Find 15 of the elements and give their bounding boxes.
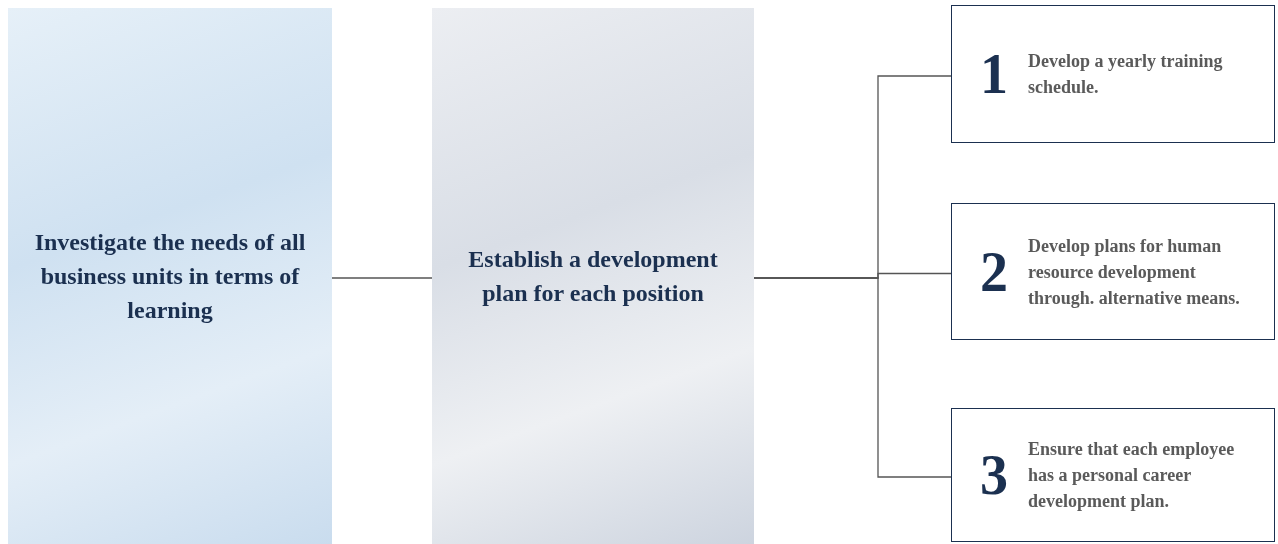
step-number: 2	[979, 243, 1009, 300]
connector-line	[331, 277, 433, 279]
step-text: Ensure that each employee has a personal career development plan.	[1028, 438, 1236, 513]
watercolor-panel	[8, 8, 332, 544]
step-text: Develop plans for human resource development through. alternative means.	[1028, 234, 1241, 310]
step-number: 1	[979, 46, 1009, 102]
step-text: Develop a yearly training schedule.	[1028, 50, 1224, 99]
connector-line	[753, 277, 952, 478]
step-number: 3	[979, 447, 1009, 503]
panel-text: Establish a development plan for each position	[467, 245, 719, 308]
numbered-box	[951, 5, 1275, 143]
panel-text: Investigate the needs of all business units in terms of learning	[33, 228, 307, 325]
numbered-box	[951, 203, 1275, 340]
numbered-box	[951, 408, 1275, 542]
watercolor-panel	[432, 8, 754, 544]
